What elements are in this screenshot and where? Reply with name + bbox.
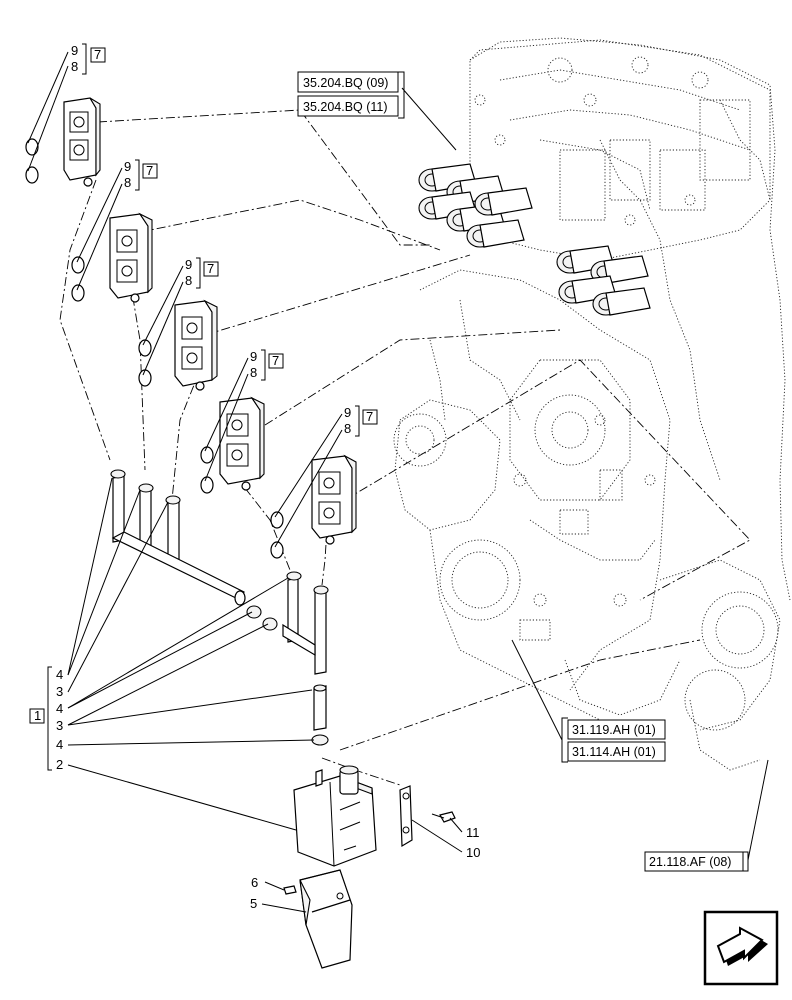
reference-callout-middle[interactable]: 31.119.AH (01) 31.114.AH (01) — [561, 717, 666, 763]
o-ring-label: 9 — [250, 349, 257, 364]
part-number-label: 4 — [56, 737, 63, 752]
drain-manifold-lower — [246, 571, 329, 675]
control-valve-block — [418, 39, 771, 316]
o-ring-label: 8 — [344, 421, 351, 436]
o-ring-label: 9 — [124, 159, 131, 174]
reference-link[interactable]: 35.204.BQ (11) — [303, 100, 388, 114]
reference-link[interactable]: 21.118.AF (08) — [649, 855, 731, 869]
valve-section-1 — [25, 97, 101, 187]
kit-label-stack: 1 4 3 4 3 4 2 — [29, 666, 63, 772]
kit-number-label: 7 — [94, 47, 101, 62]
o-ring-label: 8 — [250, 365, 257, 380]
o-ring-label: 8 — [124, 175, 131, 190]
o-ring-label: 9 — [185, 257, 192, 272]
reference-callout-bottom[interactable]: 21.118.AF (08) — [644, 851, 749, 872]
reference-link[interactable]: 31.119.AH (01) — [572, 723, 656, 737]
part-number-label: 10 — [466, 845, 480, 860]
kit-number-label: 7 — [146, 163, 153, 178]
assembly-leader-lines — [59, 109, 751, 786]
part-number-label: 5 — [250, 896, 257, 911]
hose-clamp — [311, 734, 329, 746]
reference-callout-top[interactable]: 35.204.BQ (09) 35.204.BQ (11) — [297, 71, 405, 119]
valve-label-group-3: 9 8 7 — [185, 257, 219, 289]
coupler-group-lower — [556, 245, 651, 316]
reservoir-tank — [293, 765, 377, 867]
cover-screw — [283, 885, 344, 900]
kit-number-label: 7 — [207, 261, 214, 276]
kit-number-label: 7 — [366, 409, 373, 424]
o-ring-label: 9 — [344, 405, 351, 420]
next-page-arrow-icon[interactable] — [703, 910, 779, 986]
part-number-label: 3 — [56, 718, 63, 733]
valve-section-3 — [138, 299, 218, 391]
part-number-label: 3 — [56, 684, 63, 699]
part-number-label: 11 — [466, 825, 480, 840]
part-number-label: 2 — [56, 757, 63, 772]
part-number-label: 4 — [56, 701, 63, 716]
coupler-group-upper — [418, 163, 533, 248]
part-number-label: 6 — [251, 875, 258, 890]
valve-section-5 — [270, 454, 357, 559]
o-ring-label: 9 — [71, 43, 78, 58]
label-leader-lines — [27, 51, 769, 913]
drain-hose — [313, 684, 327, 731]
mounting-bracket — [399, 785, 413, 848]
part-number-label: 4 — [56, 667, 63, 682]
valve-section-2 — [71, 212, 153, 303]
kit-number-label: 7 — [272, 353, 279, 368]
drain-manifold-upper — [110, 469, 246, 606]
protective-cover — [299, 869, 353, 969]
o-ring-label: 8 — [71, 59, 78, 74]
valve-label-group-4: 9 8 7 — [250, 349, 284, 381]
bracket-screw — [431, 811, 456, 823]
valve-label-group-1: 9 8 7 — [71, 43, 106, 75]
valve-label-group-5: 9 8 7 — [344, 405, 378, 437]
kit-number-label: 1 — [34, 708, 41, 723]
reference-link[interactable]: 31.114.AH (01) — [572, 745, 656, 759]
transmission-housing — [393, 37, 791, 771]
reference-link[interactable]: 35.204.BQ (09) — [303, 76, 388, 90]
o-ring-label: 8 — [185, 273, 192, 288]
valve-label-group-2: 9 8 7 — [124, 159, 158, 191]
